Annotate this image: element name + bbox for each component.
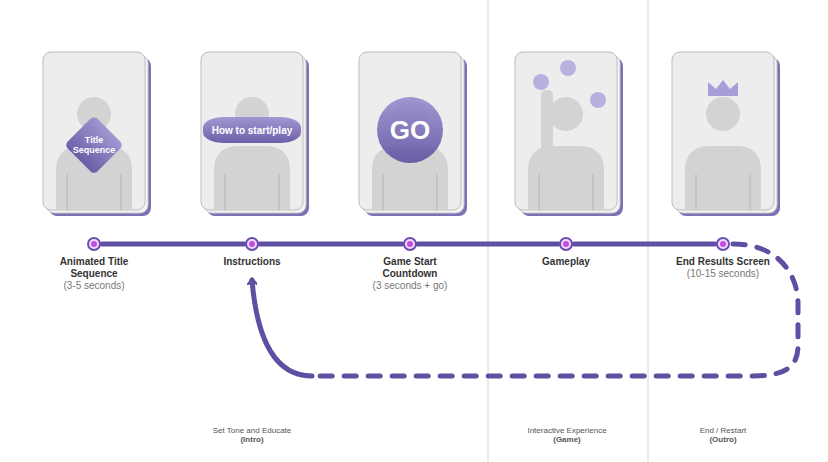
- node-label: Game Start Countdown: [356, 256, 464, 280]
- phase-name: Set Tone and Educate: [172, 426, 332, 435]
- phase-label: Interactive Experience(Game): [487, 426, 647, 444]
- node-label: Animated Title Sequence: [40, 256, 148, 280]
- card-stack: [672, 52, 780, 216]
- node-label: How to start/play: [212, 125, 293, 136]
- timeline-segment: [418, 242, 558, 247]
- restart-loop: [312, 244, 798, 376]
- timeline-segment: [260, 242, 402, 247]
- duration-note: (10-15 seconds): [669, 268, 777, 280]
- timeline-dot: [87, 237, 101, 251]
- duration-note: (3-5 seconds): [40, 280, 148, 292]
- restart-arrow-tip: [252, 280, 312, 376]
- timeline-stop: Animated Title Sequence(3-5 seconds): [40, 236, 148, 292]
- node-label: Gameplay: [512, 256, 620, 268]
- timeline-dot: [716, 237, 730, 251]
- card-stack: [43, 52, 151, 216]
- timeline-stop: Game Start Countdown(3 seconds + go): [356, 236, 464, 292]
- divider: [487, 0, 489, 462]
- title-diamond: Title Sequence: [62, 113, 126, 177]
- go-circle: GO: [377, 97, 443, 163]
- node-label: Instructions: [198, 256, 306, 268]
- node-label: Title Sequence: [72, 135, 116, 155]
- phase-name: End / Restart: [643, 426, 803, 435]
- phase-tag: (Game): [487, 435, 647, 444]
- card-stack: [515, 52, 623, 216]
- divider: [647, 0, 649, 462]
- juggler-arm: [533, 60, 606, 150]
- node-label: End Results Screen: [669, 256, 777, 268]
- timeline-stop: Instructions: [198, 236, 306, 268]
- phase-tag: (Outro): [643, 435, 803, 444]
- timeline-dot: [559, 237, 573, 251]
- node-label: GO: [390, 115, 430, 146]
- card-stack: [201, 52, 309, 216]
- card-stack: [359, 52, 467, 216]
- timeline-stop: End Results Screen(10-15 seconds): [669, 236, 777, 280]
- timeline-segment: [102, 242, 244, 247]
- phase-name: Interactive Experience: [487, 426, 647, 435]
- phase-tag: (Intro): [172, 435, 332, 444]
- timeline-dot: [403, 237, 417, 251]
- phase-label: Set Tone and Educate(Intro): [172, 426, 332, 444]
- phase-label: End / Restart(Outro): [643, 426, 803, 444]
- timeline-segment: [574, 242, 715, 247]
- instruction-pill: How to start/play: [203, 117, 301, 143]
- duration-note: (3 seconds + go): [356, 280, 464, 292]
- crown: [708, 80, 738, 96]
- timeline-dot: [245, 237, 259, 251]
- timeline-stop: Gameplay: [512, 236, 620, 268]
